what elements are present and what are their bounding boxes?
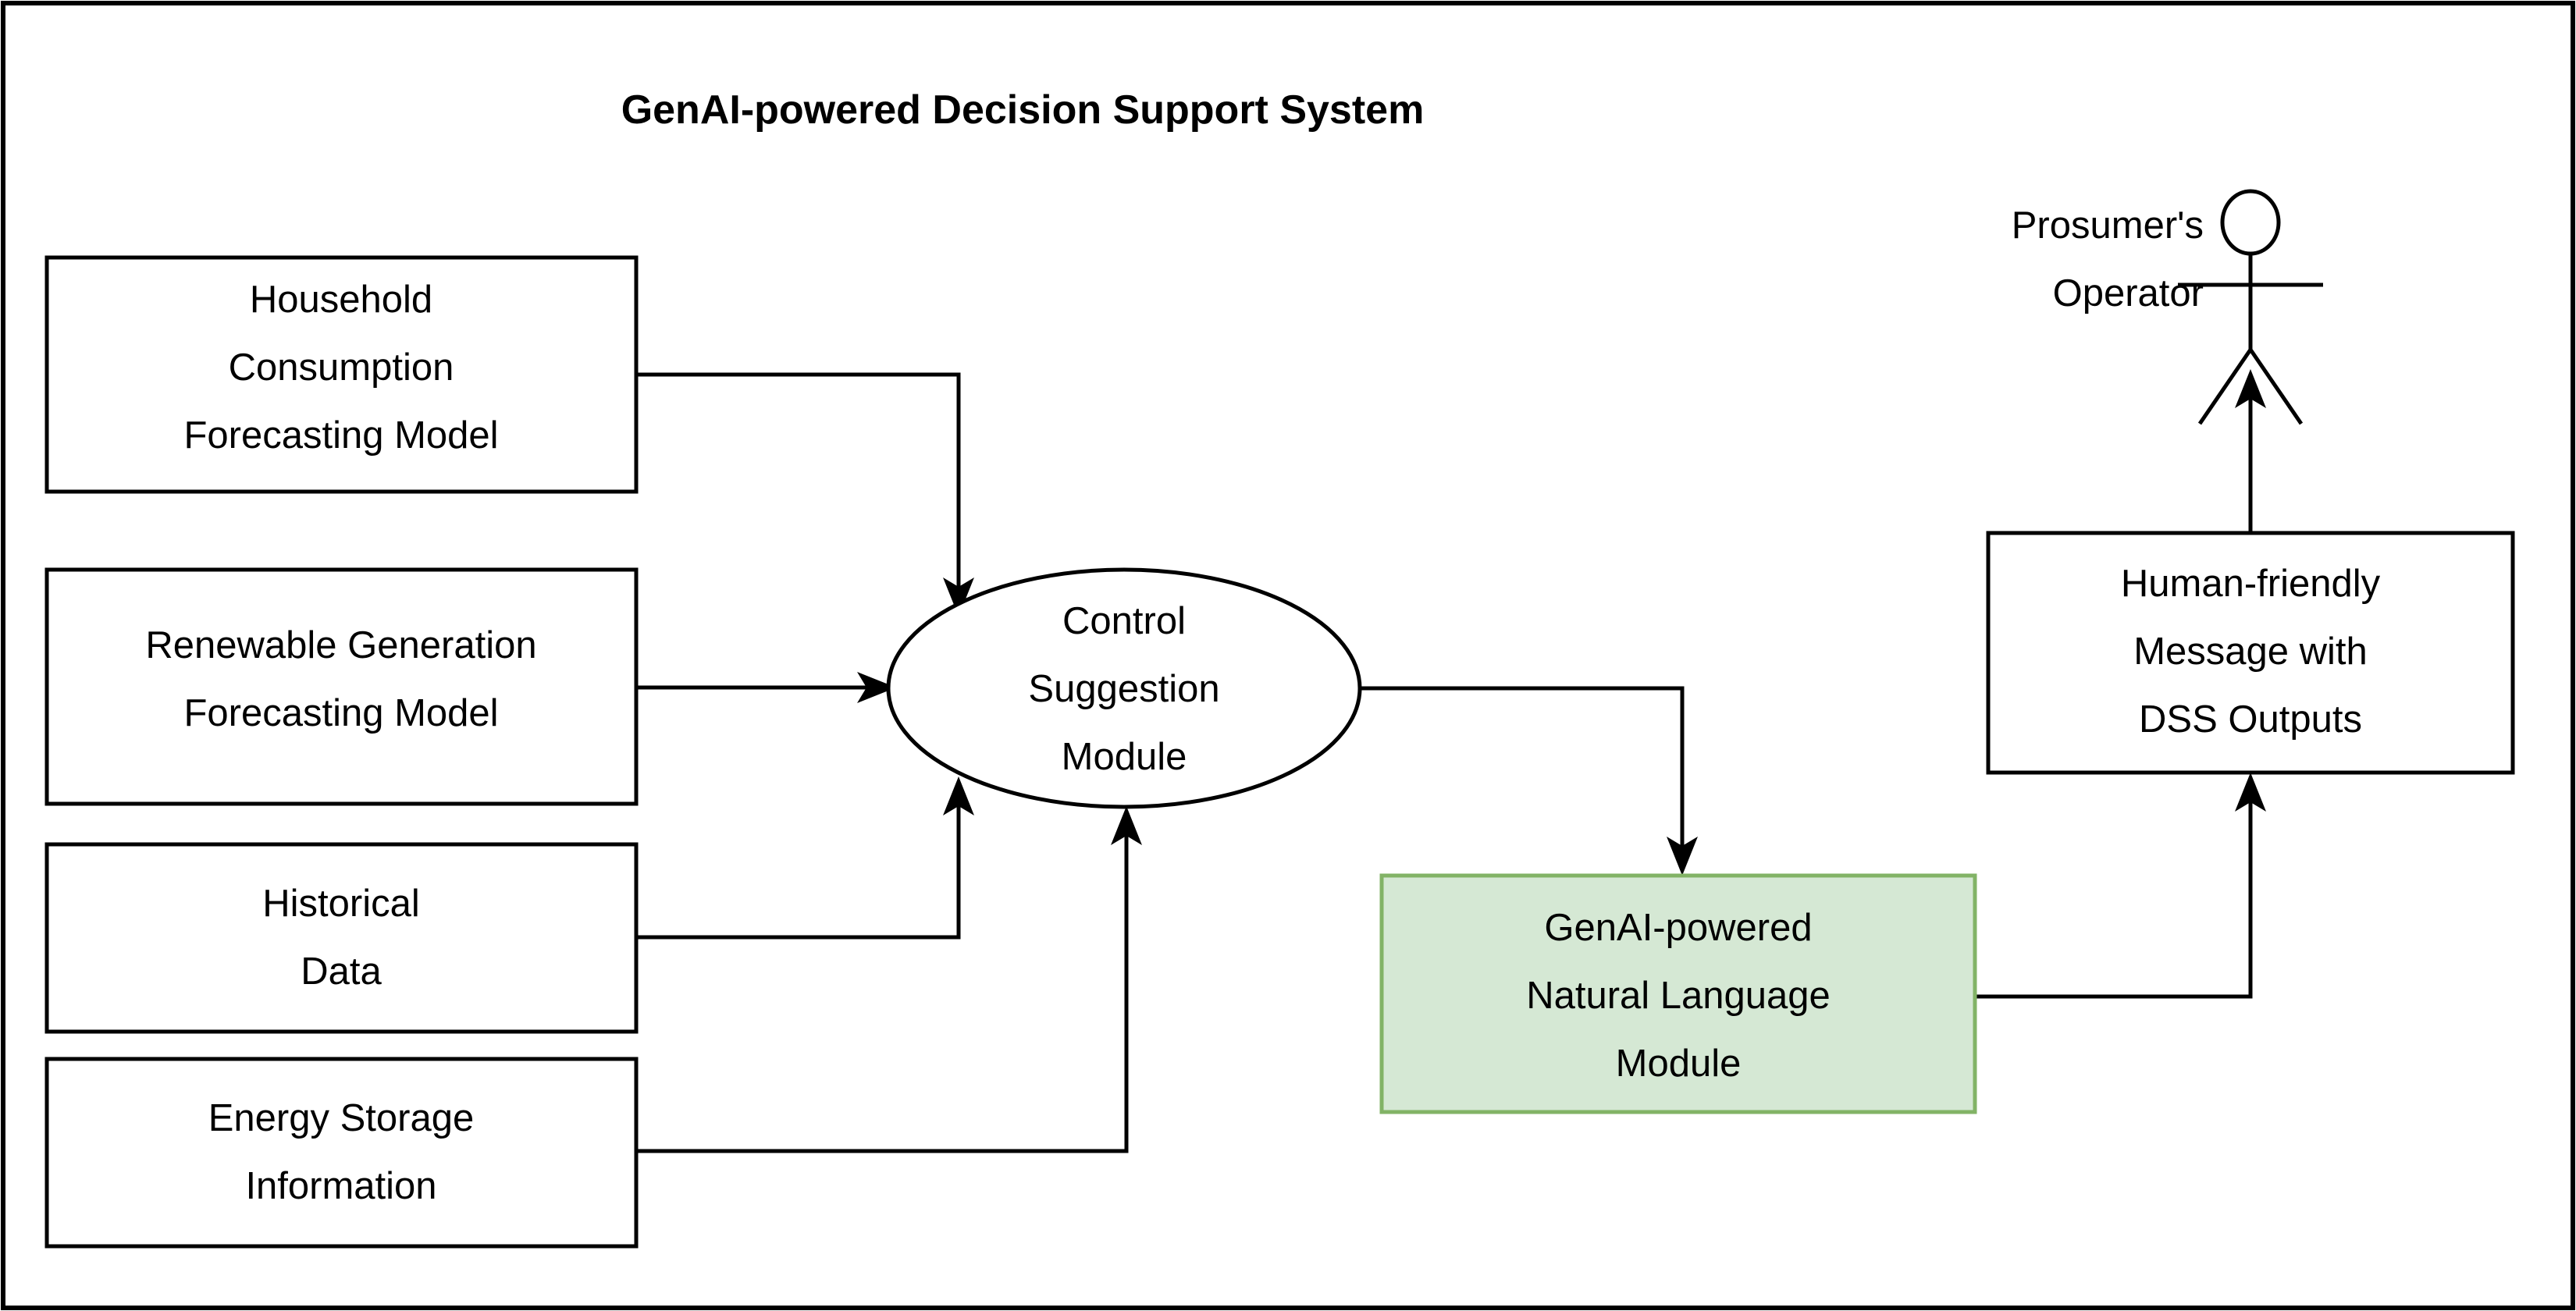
- edge-renewable-to-control: [636, 672, 896, 703]
- node-message-line-2: Message with: [2133, 631, 2368, 673]
- node-control-line-3: Module: [1062, 736, 1187, 778]
- actor-label-line-2: Operator: [2053, 272, 2204, 314]
- node-historical-data[interactable]: Historical Data: [44, 842, 639, 1034]
- node-genai-natural-language-module[interactable]: GenAI-powered Natural Language Module: [1379, 873, 1977, 1114]
- edge-household-to-control: [636, 372, 974, 616]
- edge-historical-to-control: [636, 776, 974, 940]
- actor-leg-left-icon: [2197, 348, 2253, 425]
- node-energy-storage-information[interactable]: Energy Storage Information: [44, 1057, 639, 1249]
- node-genai-line-2: Natural Language: [1526, 975, 1831, 1017]
- node-historical-line-1: Historical: [262, 883, 419, 925]
- edge-storage-to-control: [636, 806, 1142, 1153]
- node-message-line-3: DSS Outputs: [2139, 698, 2362, 741]
- node-household-consumption-forecasting-model[interactable]: Household Consumption Forecasting Model: [44, 255, 639, 494]
- diagram-title: GenAI-powered Decision Support System: [621, 87, 1425, 133]
- node-household-line-2: Consumption: [229, 346, 454, 389]
- node-storage-line-1: Energy Storage: [208, 1097, 475, 1139]
- node-household-line-1: Household: [250, 279, 432, 321]
- node-message-line-1: Human-friendly: [2121, 563, 2381, 605]
- actor-head-icon: [2220, 189, 2281, 256]
- node-storage-line-2: Information: [245, 1165, 436, 1207]
- node-renewable-line-2: Forecasting Model: [183, 692, 498, 734]
- edge-genai-to-message: [1975, 773, 2266, 999]
- node-renewable-line-1: Renewable Generation: [145, 624, 536, 666]
- node-genai-line-1: GenAI-powered: [1544, 907, 1812, 949]
- node-prosumers-operator-actor[interactable]: Prosumer's Operator: [2012, 189, 2323, 425]
- node-renewable-generation-forecasting-model[interactable]: Renewable Generation Forecasting Model: [44, 567, 639, 806]
- node-control-line-1: Control: [1062, 600, 1186, 642]
- actor-leg-right-icon: [2248, 348, 2304, 425]
- node-historical-line-2: Data: [301, 950, 382, 993]
- node-household-line-3: Forecasting Model: [183, 414, 498, 457]
- node-control-line-2: Suggestion: [1028, 668, 1219, 710]
- edge-message-to-operator: [2235, 369, 2266, 533]
- node-genai-line-3: Module: [1616, 1043, 1742, 1085]
- edge-control-to-genai: [1360, 686, 1698, 876]
- node-control-suggestion-module[interactable]: Control Suggestion Module: [886, 567, 1362, 809]
- node-human-friendly-message[interactable]: Human-friendly Message with DSS Outputs: [1986, 531, 2515, 775]
- actor-label-line-1: Prosumer's: [2012, 204, 2204, 247]
